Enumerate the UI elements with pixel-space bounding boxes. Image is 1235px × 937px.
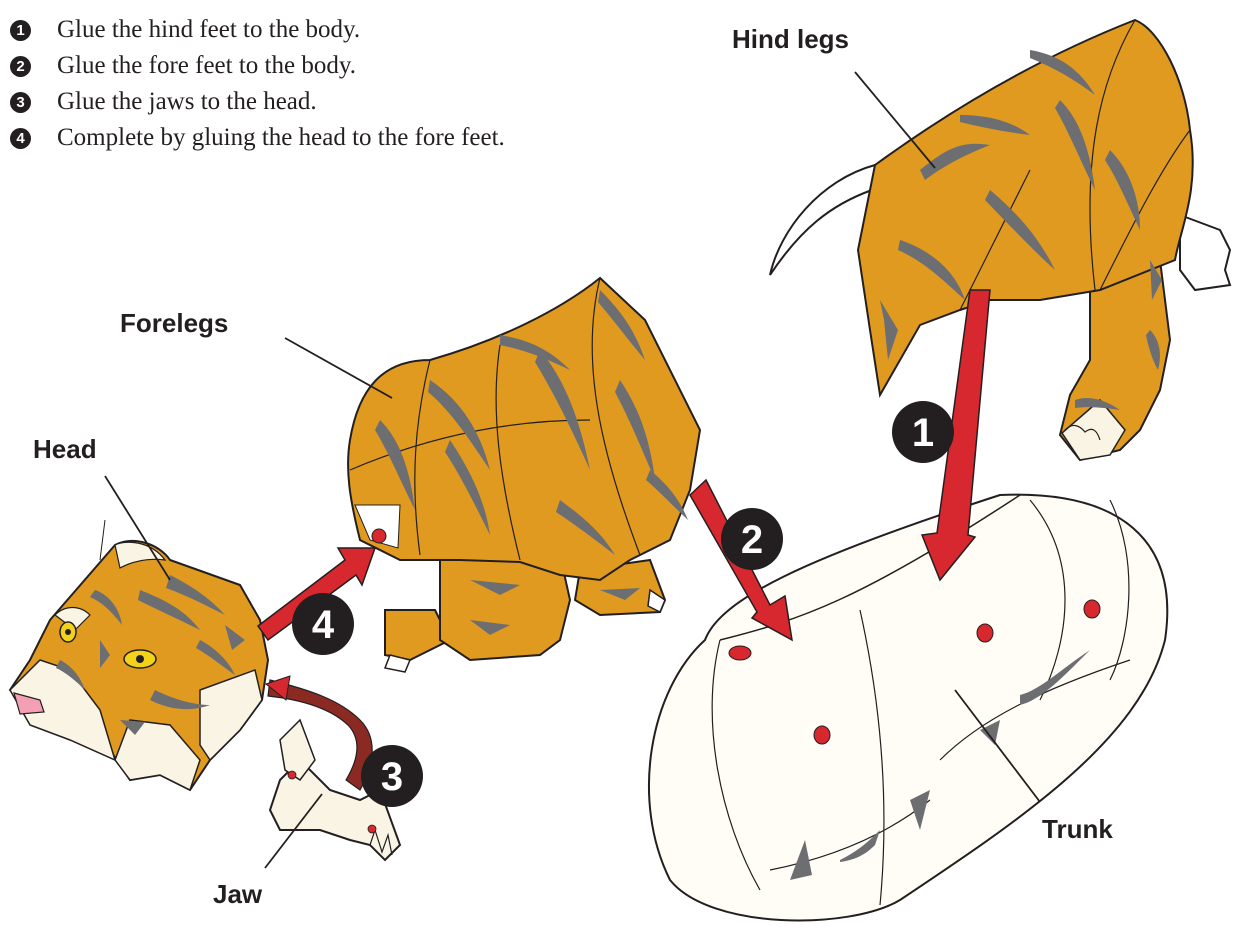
step-badge-2: 2 <box>721 508 783 570</box>
step-badge-4: 4 <box>292 593 354 655</box>
label-hind-legs: Hind legs <box>732 24 849 54</box>
svg-text:2: 2 <box>741 518 763 562</box>
label-trunk: Trunk <box>1042 814 1113 844</box>
step-badge-1: 1 <box>892 401 954 463</box>
leader-forelegs <box>285 338 392 398</box>
glue-dot <box>372 529 386 543</box>
svg-text:3: 3 <box>381 755 403 799</box>
label-forelegs: Forelegs <box>120 308 228 338</box>
glue-dot <box>729 646 751 660</box>
hind-legs-part <box>770 20 1230 460</box>
label-jaw: Jaw <box>213 879 263 909</box>
forelegs-part <box>348 278 700 672</box>
glue-dot <box>1084 600 1100 618</box>
glue-dot <box>977 624 993 642</box>
svg-text:1: 1 <box>912 411 934 455</box>
label-head: Head <box>33 434 97 464</box>
glue-dot <box>814 726 830 744</box>
step-badge-3: 3 <box>361 745 423 807</box>
arrow-3 <box>266 676 372 790</box>
svg-text:4: 4 <box>312 603 335 647</box>
head-part <box>10 520 268 790</box>
